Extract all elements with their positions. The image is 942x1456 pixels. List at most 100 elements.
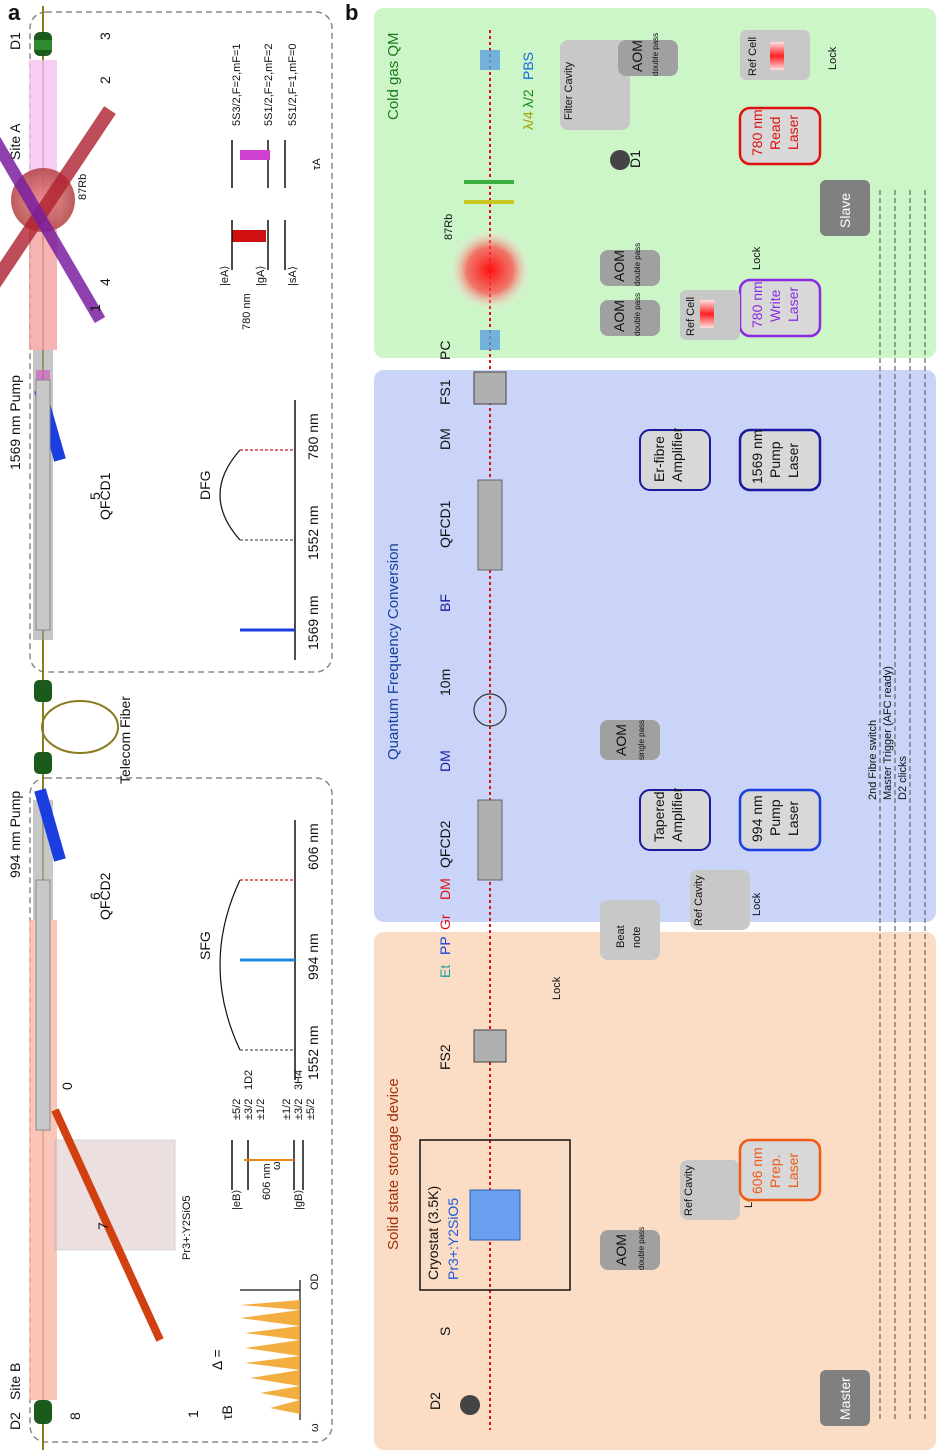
er-amp-l1: Er-fibre xyxy=(651,436,667,482)
telecom-fiber-label: Telecom Fiber xyxy=(117,696,133,784)
d2-detector xyxy=(460,1395,480,1415)
rb-label-b: 87Rb xyxy=(443,214,455,240)
delta-num: 1 xyxy=(185,1410,201,1418)
ref-cell-read-label: Ref Cell xyxy=(747,37,759,76)
rb-level-diagram xyxy=(232,140,285,270)
beam-5-num: 5 xyxy=(87,492,103,500)
panel-a: a D1 Site A 87Rb 3 1 2 4 xyxy=(0,0,332,1450)
region-cold-title: Cold gas QM xyxy=(385,32,402,120)
dm2-label: DM xyxy=(437,750,453,772)
pr-upper-state: 1D2 xyxy=(243,1070,255,1090)
dfg-diagram xyxy=(220,400,295,660)
d2-label-b: D2 xyxy=(427,1392,443,1410)
lambda4-label: λ/4 xyxy=(520,111,536,130)
aom-994 xyxy=(600,720,660,760)
beam-0-num: 0 xyxy=(59,1082,75,1090)
qfcd1-crystal-a xyxy=(36,380,50,630)
region-ssd-title: Solid state storage device xyxy=(385,1078,402,1250)
pr-upper-1: ±5/2 xyxy=(231,1099,243,1120)
aom-prep xyxy=(600,1230,660,1270)
pump-1569-label: 1569 nm Pump xyxy=(7,375,23,470)
site-a-d1-label: D1 xyxy=(7,32,23,50)
panel-a-letter: a xyxy=(8,0,21,25)
qfcd2-crystal-a xyxy=(36,880,50,1130)
s-label: S xyxy=(437,1327,453,1336)
aom-write-2-label: AOM xyxy=(611,300,627,332)
pr-lower-3: ±5/2 xyxy=(305,1099,317,1120)
pr-state-e: |eB⟩ xyxy=(231,1189,243,1210)
slave-label: Slave xyxy=(837,193,853,228)
pump1569-l1: 1569 nm xyxy=(749,430,765,484)
pc-label: PC xyxy=(437,341,453,360)
beat-note-box xyxy=(600,900,660,960)
beam-3-num: 3 xyxy=(97,32,113,40)
rb-state-e: |eA⟩ xyxy=(219,265,231,286)
pump994-l1: 994 nm xyxy=(749,795,765,842)
aom-write-2-dp: double pass xyxy=(633,293,642,336)
write-laser-l3: Laser xyxy=(785,287,801,322)
aom-write-1-dp: double pass xyxy=(633,243,642,286)
prep-laser-l3: Laser xyxy=(785,1153,801,1188)
tenm-label: 10m xyxy=(437,669,453,696)
pr-upper-2: ±3/2 xyxy=(243,1099,255,1120)
ref-cell-read-vial xyxy=(770,42,784,70)
beam-2-num: 2 xyxy=(97,76,113,84)
dfg-axis-1569: 1569 nm xyxy=(305,596,321,650)
aom-994-sp: single pass xyxy=(637,720,646,760)
signal-master-trigger: Master Trigger (AFC ready) xyxy=(882,666,894,800)
fiber-coupler-1 xyxy=(34,680,52,702)
ref-cell-write-label: Ref Cell xyxy=(685,297,697,336)
gr-label: Gr xyxy=(437,914,453,930)
dfg-axis-780: 780 nm xyxy=(305,413,321,460)
prep-laser-l2: Prep. xyxy=(767,1155,783,1188)
tau-a: τA xyxy=(311,158,323,170)
dm3-label: DM xyxy=(437,878,453,900)
rb-state-s: |sA⟩ xyxy=(287,266,299,286)
ref-cavity-606-label: Ref Cavity xyxy=(683,1165,695,1216)
lock-994: Lock xyxy=(751,892,763,916)
aom-read xyxy=(618,40,678,76)
pr-omega: ω xyxy=(271,1161,283,1170)
dfg-axis-1552: 1552 nm xyxy=(305,506,321,560)
tapered-amp-l2: Amplifier xyxy=(669,787,685,842)
rb-cloud-b xyxy=(448,228,532,312)
beam-7-num: 7 xyxy=(95,1222,111,1230)
d2-collimator-a xyxy=(34,1400,52,1424)
aom-prep-dp: double pass xyxy=(637,1227,646,1270)
lambda2-label: λ/2 xyxy=(520,89,536,108)
tapered-amp-l1: Tapered xyxy=(651,791,667,842)
rb-state-g: |gA⟩ xyxy=(255,265,267,286)
pr-lower-2: ±3/2 xyxy=(293,1099,305,1120)
read-laser-l3: Laser xyxy=(785,115,801,150)
qfcd1-crystal-b xyxy=(478,480,502,570)
fs1-switch xyxy=(474,372,506,404)
pump1569-l3: Laser xyxy=(785,443,801,478)
sfg-axis-606: 606 nm xyxy=(305,823,321,870)
pp-label: PP xyxy=(437,936,453,955)
ref-cavity-994-label: Ref Cavity xyxy=(693,875,705,926)
pr-lower-1: ±1/2 xyxy=(281,1099,293,1120)
prep-laser-l1: 606 nm xyxy=(749,1147,765,1194)
pr-state-g: |gB⟩ xyxy=(293,1189,305,1210)
aom-write-1 xyxy=(600,250,660,286)
d1-collimator xyxy=(34,32,52,56)
sfg-axis-994: 994 nm xyxy=(305,933,321,980)
pbs-cube-2 xyxy=(480,330,500,350)
pr-crystal-label-a: Pr3+:Y2SiO5 xyxy=(181,1195,193,1260)
pbs-cube-1 xyxy=(480,50,500,70)
beam-8-num: 8 xyxy=(67,1412,83,1420)
pump994-l2: Pump xyxy=(767,799,783,836)
pump1569-l2: Pump xyxy=(767,441,783,478)
beam-1-num: 1 xyxy=(87,304,103,312)
read-laser-l1: 780 nm xyxy=(749,109,765,156)
filter-cavity-label: Filter Cavity xyxy=(563,61,575,120)
dfg-label: DFG xyxy=(197,470,213,500)
pr-upper-3: ±1/2 xyxy=(255,1099,267,1120)
beat-note-l2: note xyxy=(631,927,643,948)
master-label: Master xyxy=(837,1377,853,1420)
panel-b: b Cold gas QM Quantum Frequency Conversi… xyxy=(345,0,936,1450)
aom-write-1-label: AOM xyxy=(611,250,627,282)
signal-fs2: 2nd Fibre switch xyxy=(867,720,879,800)
site-b-label: Site B xyxy=(7,1363,23,1400)
